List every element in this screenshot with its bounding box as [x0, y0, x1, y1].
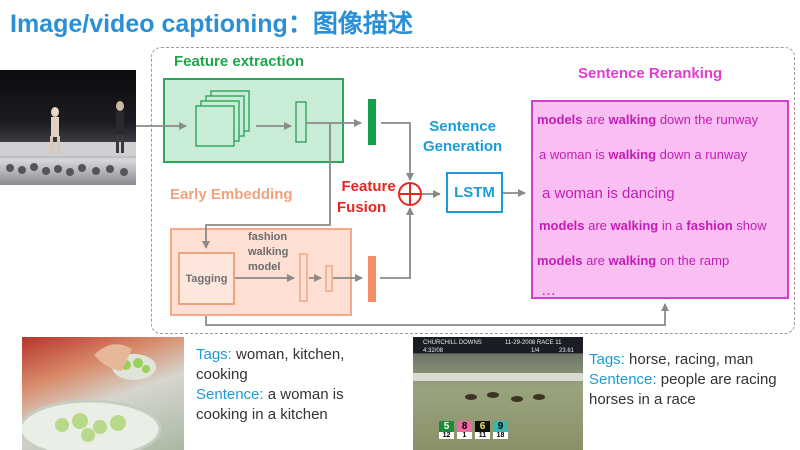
cnn-feature-maps — [195, 90, 250, 147]
tag-example-walking: walking — [248, 246, 289, 258]
fusion-line2: Fusion — [337, 199, 387, 216]
kitchen-example-thumbnail — [22, 337, 184, 450]
feature-fusion-label: Feature Fusion — [337, 176, 400, 218]
sentence-reranking-label: Sentence Reranking — [578, 65, 723, 82]
sentence-text: a woman is — [539, 147, 609, 162]
race-sentence-label: Sentence: — [589, 371, 657, 388]
early-embedding-label: Early Embedding — [170, 186, 293, 203]
keyword-bold: models — [539, 218, 585, 233]
race-fraction: 1/4 — [531, 348, 540, 354]
kitchen-sentence-label: Sentence: — [196, 386, 264, 403]
kitchen-scene-illustration — [22, 344, 162, 450]
lstm-label: LSTM — [454, 184, 495, 201]
embed-layer-2 — [325, 265, 333, 292]
race-time: 4:32/08 — [423, 348, 444, 354]
candidate-sentence: a woman is dancing — [542, 185, 675, 202]
sentence-text: down the runway — [656, 112, 759, 127]
tag-example-model: model — [248, 261, 281, 273]
race-example-caption: Tags: horse, racing, man Sentence: peopl… — [589, 350, 794, 410]
input-video-thumbnail — [0, 70, 136, 185]
race-tags-value: horse, racing, man — [624, 351, 754, 368]
kitchen-tags-value: woman, kitchen, cooking — [196, 346, 345, 383]
tagging-label: Tagging — [185, 272, 228, 285]
system-frame — [151, 47, 795, 334]
race-header-left: CHURCHILL DOWNS — [423, 340, 482, 346]
keyword-bold: walking — [608, 147, 657, 162]
sentence-text: in a — [658, 218, 687, 233]
fusion-line1: Feature — [341, 178, 396, 195]
fusion-plus-icon — [398, 182, 422, 206]
race-tags-label: Tags: — [589, 351, 625, 368]
keyword-bold: walking — [610, 218, 659, 233]
kitchen-example-caption: Tags: woman, kitchen, cooking Sentence: … — [196, 345, 396, 425]
race-sentence-value: people are racing horses in a race — [589, 371, 777, 408]
embed-layer-1 — [299, 253, 308, 302]
candidate-sentence: models are walking down the runway — [537, 112, 758, 127]
race-header-right: 11-29-2008 RACE 11 — [505, 340, 562, 346]
cnn-fc-layer — [295, 101, 307, 143]
lstm-box: LSTM — [446, 172, 503, 213]
sentence-text: are — [584, 218, 611, 233]
sentence-text: are — [582, 112, 609, 127]
keyword-bold: fashion — [686, 218, 733, 233]
tag-example-fashion: fashion — [248, 231, 288, 243]
visual-feature-vector — [368, 99, 376, 145]
tagging-box: Tagging — [178, 252, 235, 305]
sentence-text: a woman is dancing — [542, 185, 675, 202]
kitchen-tags-label: Tags: — [196, 346, 232, 363]
race-split: 23.61 — [559, 348, 575, 354]
feature-extraction-box — [163, 78, 344, 163]
race-scene-illustration — [413, 373, 583, 402]
candidate-ellipsis: … — [541, 282, 556, 299]
semantic-feature-vector — [368, 256, 376, 302]
sentence-reranking-box: models are walking down the runway a wom… — [531, 100, 789, 299]
keyword-bold: models — [537, 253, 583, 268]
page-title: Image/video captioning：图像描述 — [10, 10, 413, 38]
generation-line1: Sentence — [429, 118, 496, 135]
candidate-sentence: models are walking on the ramp — [537, 253, 729, 268]
generation-line2: Generation — [423, 138, 503, 155]
sentence-text: on the ramp — [656, 253, 730, 268]
kitchen-sentence-value: a woman is cooking in a kitchen — [196, 386, 344, 423]
sentence-text: are — [582, 253, 609, 268]
runway-scene-illustration — [0, 101, 136, 176]
candidate-sentence: a woman is walking down a runway — [539, 147, 747, 162]
sentence-text: down a runway — [656, 147, 748, 162]
keyword-bold: walking — [608, 112, 657, 127]
keyword-bold: walking — [608, 253, 657, 268]
tags-example: fashion walking model — [248, 230, 288, 275]
candidate-sentence: models are walking in a fashion show — [539, 218, 767, 233]
race-example-thumbnail: CHURCHILL DOWNS 11-29-2008 RACE 11 4:32/… — [413, 337, 583, 450]
sentence-text: show — [732, 218, 767, 233]
feature-extraction-label: Feature extraction — [174, 53, 305, 70]
keyword-bold: models — [537, 112, 583, 127]
sentence-generation-label: Sentence Generation — [423, 117, 502, 157]
